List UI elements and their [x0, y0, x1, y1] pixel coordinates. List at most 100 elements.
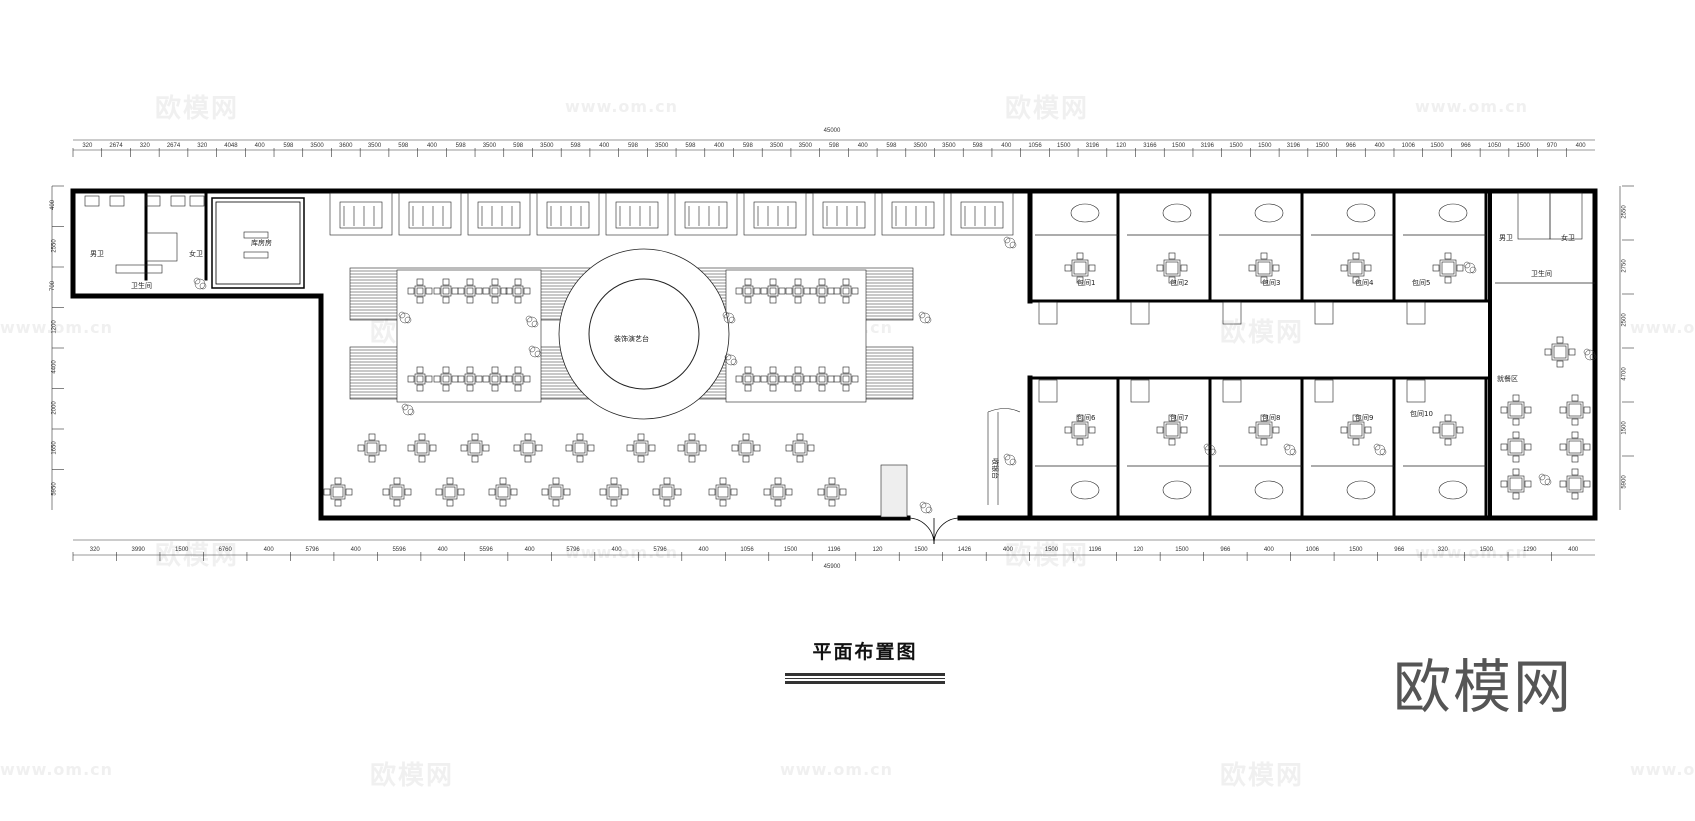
dining-table — [1551, 343, 1569, 361]
chair — [774, 477, 782, 485]
chair — [523, 287, 531, 295]
chair — [1248, 426, 1256, 434]
dining-table — [659, 484, 675, 500]
plant-leaf — [528, 345, 536, 353]
dimension-label: 400 — [1263, 547, 1274, 553]
dining-table-top — [772, 486, 784, 498]
dimension-label: 2750 — [1621, 259, 1628, 273]
dining-table-top — [818, 375, 826, 383]
dimension-label: 120 — [1133, 547, 1144, 553]
dining-table-top — [1568, 477, 1582, 491]
chair — [663, 499, 671, 507]
plant-leaf — [1203, 443, 1211, 451]
chair — [425, 287, 433, 295]
chair — [500, 287, 508, 295]
dimension-label: 5796 — [305, 547, 319, 553]
chair — [442, 366, 450, 374]
chair — [345, 488, 353, 496]
dining-table — [767, 285, 779, 297]
chair — [323, 488, 331, 496]
chair — [807, 444, 815, 452]
dimension-label: 1006 — [1401, 143, 1416, 149]
dimension-label: 966 — [1394, 547, 1405, 553]
dining-table-top — [1073, 261, 1087, 275]
chair — [1260, 414, 1268, 422]
chair — [1156, 426, 1164, 434]
chair — [334, 477, 342, 485]
chair — [1432, 426, 1440, 434]
chair — [457, 287, 465, 295]
dimension-label: 700 — [50, 281, 57, 292]
plant-leaf — [728, 316, 736, 324]
chair — [466, 366, 474, 374]
chair — [1512, 468, 1520, 476]
plant-leaf — [401, 403, 409, 411]
dining-table-top — [416, 442, 428, 454]
dimension-label: 1196 — [1088, 547, 1102, 553]
overall-dimension-top: 45000 — [823, 128, 841, 134]
dining-table-top — [1509, 477, 1523, 491]
plant — [399, 312, 411, 324]
dining-table-top — [842, 287, 850, 295]
dining-table — [684, 440, 700, 456]
chair — [524, 433, 532, 441]
dimension-label: 598 — [742, 143, 753, 149]
dining-table — [1071, 259, 1089, 277]
dining-table — [414, 373, 426, 385]
chair — [368, 433, 376, 441]
dining-table-top — [1257, 423, 1271, 437]
chair — [674, 488, 682, 496]
dimension-label: 3500 — [769, 143, 784, 149]
dimension-label: 400 — [1568, 547, 1579, 553]
chair — [457, 488, 465, 496]
plant-leaf — [1009, 241, 1017, 249]
dining-table — [520, 440, 536, 456]
plant-leaf — [1589, 353, 1597, 361]
chair — [760, 375, 768, 383]
dimension-label: 400 — [426, 143, 437, 149]
dining-table — [414, 285, 426, 297]
dimension-label: 320 — [139, 143, 150, 149]
dimension-label: 1500 — [1349, 547, 1363, 553]
chair — [482, 375, 490, 383]
dimension-label: 598 — [570, 143, 581, 149]
booth-table — [615, 201, 659, 229]
chair — [842, 296, 850, 304]
chair — [1076, 438, 1084, 446]
chair — [524, 455, 532, 463]
chair — [1444, 252, 1452, 260]
drawing-title: 平面布置图 — [812, 641, 918, 663]
dining-table — [330, 484, 346, 500]
chair — [1556, 336, 1564, 344]
dining-table-top — [491, 375, 499, 383]
dining-table — [824, 484, 840, 500]
plant-leaf — [1009, 458, 1017, 466]
dimension-label: 598 — [455, 143, 466, 149]
dimension-label: 3500 — [540, 143, 554, 149]
booth-table — [822, 201, 866, 229]
dimension-label: 966 — [1220, 547, 1231, 553]
chair — [769, 278, 777, 286]
chair — [828, 477, 836, 485]
dimension-label: 5596 — [479, 547, 493, 553]
dimension-label: 120 — [1116, 143, 1127, 149]
booth-seating — [812, 192, 876, 236]
chair — [742, 455, 750, 463]
dimension-label: 1500 — [1171, 143, 1186, 149]
chair — [393, 477, 401, 485]
chair — [446, 477, 454, 485]
dimension-label: 1056 — [1028, 143, 1042, 149]
dining-table-top — [1568, 440, 1582, 454]
plant — [920, 502, 932, 514]
dining-table-top — [550, 486, 562, 498]
chair — [1583, 443, 1591, 451]
chair — [435, 488, 443, 496]
dining-table-top — [466, 375, 474, 383]
chair — [842, 278, 850, 286]
dining-table — [1439, 421, 1457, 439]
shelf — [243, 231, 269, 239]
plant-leaf — [1003, 236, 1011, 244]
plant-leaf — [534, 350, 542, 358]
plant — [526, 316, 538, 328]
chair — [442, 296, 450, 304]
